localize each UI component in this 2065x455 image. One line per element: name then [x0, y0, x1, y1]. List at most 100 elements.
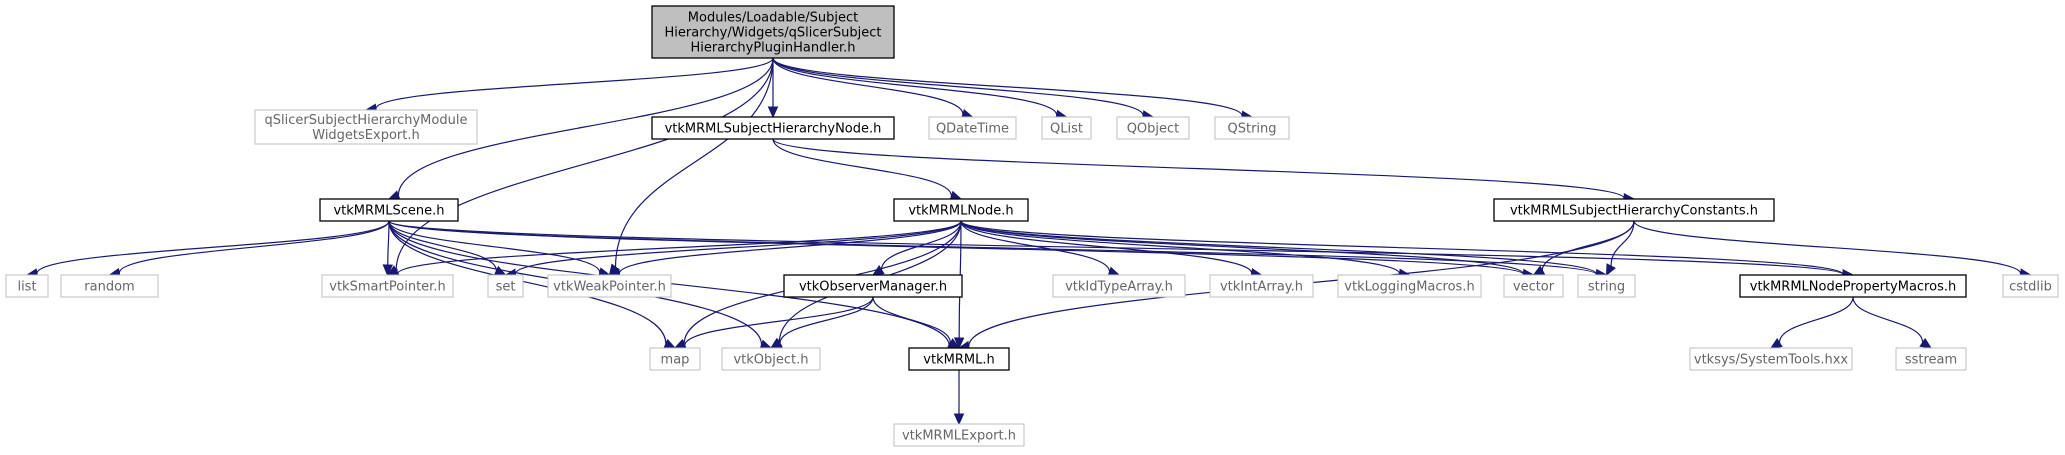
- edges-layer: [25, 57, 2032, 426]
- node-qstring[interactable]: QString: [1214, 116, 1290, 140]
- edge-root-to-scene: [397, 57, 774, 196]
- node-vtkobject[interactable]: vtkObject.h: [721, 347, 821, 371]
- node-box: [2002, 274, 2059, 298]
- node-box: [5, 274, 49, 298]
- arrowhead-sh_constants-to-string: [1605, 263, 1616, 277]
- node-box: [60, 274, 159, 298]
- arrowhead-prop_macros-to-sstream: [1919, 337, 1933, 349]
- node-box: [1209, 274, 1314, 298]
- edge-observer_mgr-to-map: [684, 296, 874, 346]
- node-box: [651, 5, 895, 59]
- node-root[interactable]: Modules/Loadable/SubjectHierarchy/Widget…: [651, 5, 895, 59]
- arrowhead-scene-to-smart_ptr: [382, 264, 394, 277]
- node-label: HierarchyPluginHandler.h: [691, 41, 856, 56]
- node-box: [1577, 274, 1636, 298]
- node-box: [651, 116, 895, 140]
- node-label: QList: [1050, 122, 1083, 137]
- edge-root-to-qobject: [772, 57, 1144, 116]
- node-label: vtkMRMLExport.h: [902, 429, 1016, 444]
- node-box: [649, 347, 701, 371]
- node-box: [1214, 116, 1290, 140]
- node-cstdlib[interactable]: cstdlib: [2002, 274, 2059, 298]
- node-box: [893, 423, 1025, 447]
- edge-mrml_node-to-string: [960, 220, 1598, 275]
- node-box: [1337, 274, 1482, 298]
- node-box: [1041, 116, 1092, 140]
- node-sh_constants[interactable]: vtkMRMLSubjectHierarchyConstants.h: [1493, 198, 1775, 222]
- edge-scene-to-list: [36, 220, 390, 274]
- node-observer_mgr[interactable]: vtkObserverManager.h: [783, 274, 963, 298]
- node-idtypearray[interactable]: vtkIdTypeArray.h: [1052, 274, 1186, 298]
- arrowhead-mrml_node-to-observer_mgr: [871, 265, 885, 276]
- node-qdatetime[interactable]: QDateTime: [928, 116, 1017, 140]
- edge-prop_macros-to-sstream: [1852, 296, 1924, 343]
- node-box: [1739, 274, 1967, 298]
- node-label: vtkMRML.h: [923, 353, 994, 368]
- edge-scene-to-weak_ptr: [388, 220, 601, 273]
- node-prop_macros[interactable]: vtkMRMLNodePropertyMacros.h: [1739, 274, 1967, 298]
- node-mrml_node[interactable]: vtkMRMLNode.h: [893, 198, 1029, 222]
- node-set[interactable]: set: [487, 274, 524, 298]
- node-label: vtkObject.h: [733, 353, 808, 368]
- node-label: string: [1588, 280, 1625, 295]
- node-label: vtkIdTypeArray.h: [1065, 280, 1173, 295]
- node-smart_ptr[interactable]: vtkSmartPointer.h: [321, 274, 454, 298]
- node-box: [1689, 347, 1853, 371]
- node-qobject[interactable]: QObject: [1116, 116, 1190, 140]
- node-mrml_h[interactable]: vtkMRML.h: [908, 347, 1010, 371]
- node-label: vtkMRMLScene.h: [333, 204, 444, 219]
- node-sstream[interactable]: sstream: [1895, 347, 1967, 371]
- node-weak_ptr[interactable]: vtkWeakPointer.h: [547, 274, 672, 298]
- edge-mrml_node-to-set: [514, 220, 962, 275]
- edge-mrml_node-to-weak_ptr: [618, 220, 962, 274]
- node-label: vtkWeakPointer.h: [553, 280, 666, 295]
- node-systemtools[interactable]: vtksys/SystemTools.hxx: [1689, 347, 1853, 371]
- node-box: [319, 198, 459, 222]
- node-label: random: [84, 280, 134, 295]
- edge-scene-to-string: [388, 220, 1598, 276]
- node-label: map: [661, 353, 690, 368]
- edge-scene-to-random: [118, 220, 390, 274]
- node-label: Hierarchy/Widgets/qSlicerSubject: [665, 26, 882, 41]
- node-sh_node[interactable]: vtkMRMLSubjectHierarchyNode.h: [651, 116, 895, 140]
- edge-sh_node-to-mrml_node: [772, 138, 953, 197]
- arrowhead-root-to-sh_node: [767, 106, 779, 119]
- arrowhead-mrml_h-to-mrml_export: [953, 413, 965, 426]
- node-string[interactable]: string: [1577, 274, 1636, 298]
- edge-mrml_node-to-smart_ptr: [396, 220, 962, 275]
- node-label: QDateTime: [936, 122, 1009, 137]
- node-box: [487, 274, 524, 298]
- node-qlist[interactable]: QList: [1041, 116, 1092, 140]
- node-box: [1052, 274, 1186, 298]
- edge-scene-to-vector: [388, 220, 1525, 276]
- node-label: vtksys/SystemTools.hxx: [1694, 353, 1849, 368]
- edge-root-to-qdatetime: [772, 57, 964, 115]
- node-label: vtkIntArray.h: [1220, 280, 1303, 295]
- node-box: [928, 116, 1017, 140]
- edge-root-to-smart_ptr: [395, 57, 774, 271]
- node-label: vector: [1513, 280, 1555, 295]
- node-list[interactable]: list: [5, 274, 49, 298]
- node-label: vtkObserverManager.h: [799, 280, 947, 295]
- node-intarray[interactable]: vtkIntArray.h: [1209, 274, 1314, 298]
- node-box: [1503, 274, 1564, 298]
- edge-root-to-export_widgets: [375, 57, 774, 110]
- node-map[interactable]: map: [649, 347, 701, 371]
- node-box: [721, 347, 821, 371]
- node-random[interactable]: random: [60, 274, 159, 298]
- node-label: list: [17, 280, 36, 295]
- node-logging[interactable]: vtkLoggingMacros.h: [1337, 274, 1482, 298]
- node-vector[interactable]: vector: [1503, 274, 1564, 298]
- node-box: [1895, 347, 1967, 371]
- node-label: vtkMRMLNode.h: [908, 204, 1013, 219]
- edge-prop_macros-to-systemtools: [1778, 296, 1854, 343]
- edge-root-to-qlist: [772, 57, 1058, 116]
- node-export_widgets[interactable]: qSlicerSubjectHierarchyModuleWidgetsExpo…: [254, 109, 478, 145]
- edge-mrml_node-to-idtypearray: [960, 220, 1111, 272]
- node-label: sstream: [1905, 353, 1957, 368]
- node-mrml_export[interactable]: vtkMRMLExport.h: [893, 423, 1025, 447]
- node-box: [893, 198, 1029, 222]
- node-scene[interactable]: vtkMRMLScene.h: [319, 198, 459, 222]
- edge-observer_mgr-to-mrml_h: [872, 296, 951, 343]
